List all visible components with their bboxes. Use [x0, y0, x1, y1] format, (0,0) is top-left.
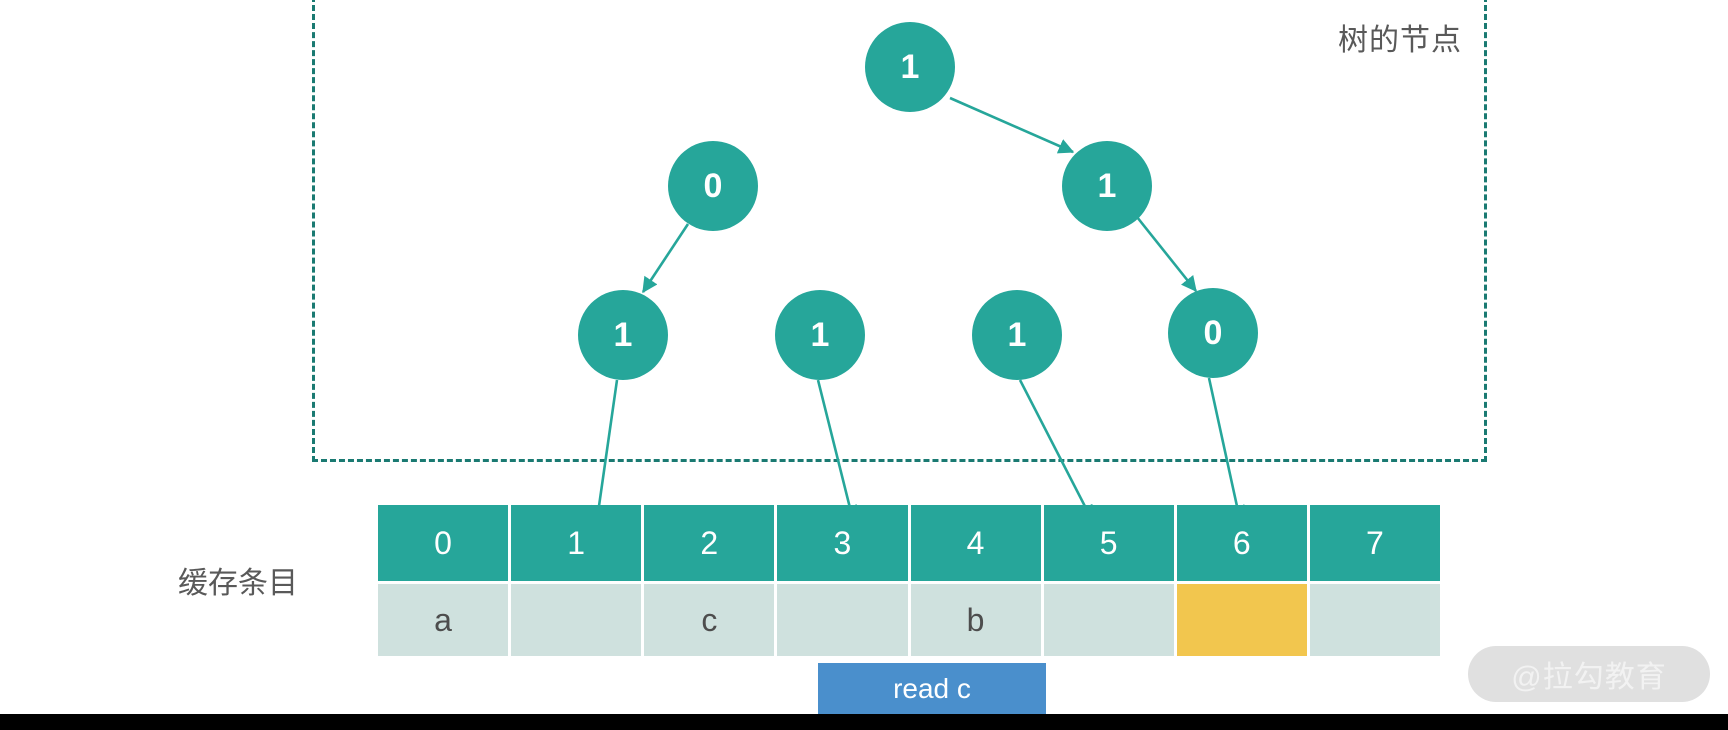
tree-node-value: 0 [1203, 314, 1223, 352]
cache-index-cell-2: 2 [644, 505, 775, 581]
cache-index-cell-7: 7 [1309, 505, 1440, 581]
cache-value-cell-5 [1043, 584, 1174, 656]
cache-value-cell-4: b [910, 584, 1041, 656]
cache-entries-label: 缓存条目 [178, 567, 298, 600]
tree-node-l3a: 1 [578, 290, 668, 380]
tree-node-value: 1 [613, 316, 633, 354]
cache-index-cell-6: 6 [1176, 505, 1307, 581]
cache-index-cell-1: 1 [511, 505, 642, 581]
cache-index-cell-4: 4 [910, 505, 1041, 581]
tree-node-l2a: 0 [668, 141, 758, 231]
tree-node-value: 0 [703, 167, 723, 205]
tree-node-l3c: 1 [972, 290, 1062, 380]
tree-node-value: 1 [1007, 316, 1027, 354]
tree-node-l3d: 0 [1168, 288, 1258, 378]
cache-value-cell-3 [777, 584, 908, 656]
read-c-button[interactable]: read c [818, 663, 1046, 715]
tree-node-value: 1 [810, 316, 830, 354]
tree-node-l3b: 1 [775, 290, 865, 380]
cache-value-cell-0: a [378, 584, 509, 656]
bottom-bar [0, 714, 1728, 730]
tree-node-value: 1 [900, 48, 920, 86]
cache-index-cell-3: 3 [777, 505, 908, 581]
tree-region-label: 树的节点 [1338, 24, 1462, 57]
cache-value-cell-2: c [644, 584, 775, 656]
tree-node-root: 1 [865, 22, 955, 112]
cache-value-cell-7 [1309, 584, 1440, 656]
cache-value-cell-6 [1176, 584, 1307, 656]
tree-node-l2b: 1 [1062, 141, 1152, 231]
cache-index-cell-5: 5 [1043, 505, 1174, 581]
cache-index-cell-0: 0 [378, 505, 509, 581]
tree-region-box: 树的节点 [312, 0, 1487, 462]
cache-value-cell-1 [511, 584, 642, 656]
watermark-badge: @拉勾教育 [1468, 646, 1710, 702]
tree-node-value: 1 [1097, 167, 1117, 205]
